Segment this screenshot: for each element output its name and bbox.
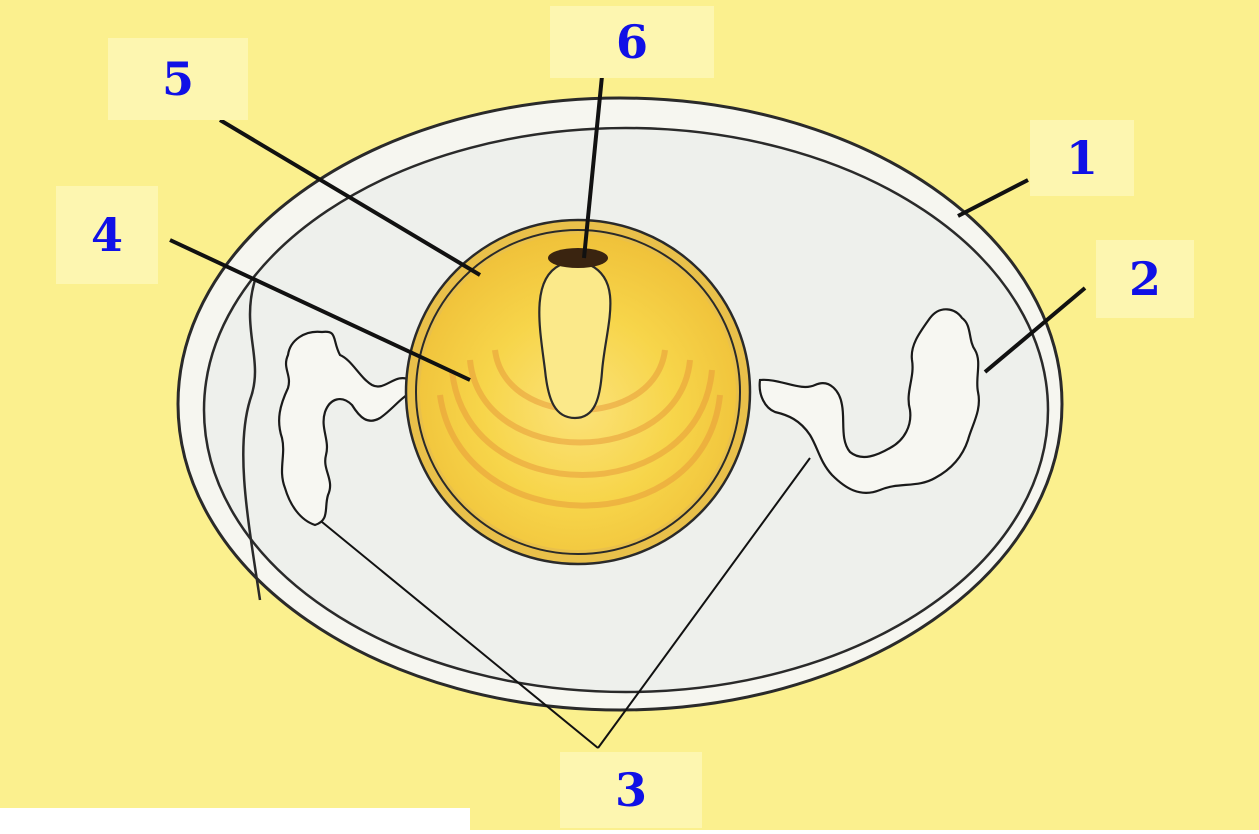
label-2: 2 <box>1129 256 1161 302</box>
germinal-disc <box>548 248 608 268</box>
label-box-1: 1 <box>1030 120 1134 196</box>
label-3: 3 <box>615 767 647 813</box>
label-box-3: 3 <box>560 752 702 828</box>
label-6: 6 <box>616 19 648 65</box>
latebra <box>539 265 610 418</box>
bottom-white-strip <box>0 808 470 830</box>
label-box-4: 4 <box>56 186 158 284</box>
label-box-2: 2 <box>1096 240 1194 318</box>
label-5: 5 <box>162 56 194 102</box>
label-box-5: 5 <box>108 38 248 120</box>
label-4: 4 <box>91 212 123 258</box>
label-box-6: 6 <box>550 6 714 78</box>
label-1: 1 <box>1066 135 1098 181</box>
